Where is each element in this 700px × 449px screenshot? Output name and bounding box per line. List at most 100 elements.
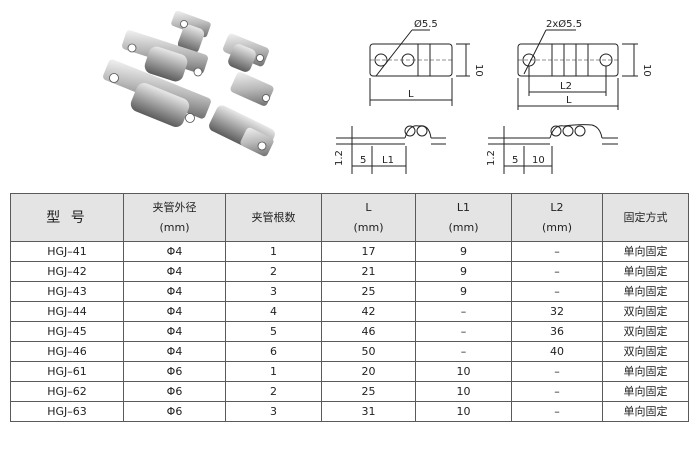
cell-outer-diameter: Φ4	[123, 301, 226, 322]
product-photo	[103, 10, 275, 157]
cell-outer-diameter: Φ4	[123, 281, 226, 302]
cell-l1: 10	[415, 361, 512, 382]
cell-fixing-method: 单向固定	[602, 261, 689, 282]
cell-l: 31	[321, 401, 416, 422]
table-header-row: 型 号 夹管外径(mm) 夹管根数 L(mm) L1(mm) L2(mm) 固定…	[10, 193, 689, 242]
dim-l2-double: L2	[560, 81, 572, 92]
cell-l1: –	[415, 321, 512, 342]
cell-l: 25	[321, 281, 416, 302]
cell-model: HGJ–62	[10, 381, 124, 402]
cell-l2: 32	[511, 301, 603, 322]
cell-model: HGJ–63	[10, 401, 124, 422]
dim-l1-single: L1	[382, 155, 394, 166]
cell-fixing-method: 单向固定	[602, 241, 689, 262]
dim-length-single: L	[408, 89, 414, 100]
dim-thickness-double: 1.2	[486, 150, 497, 166]
cell-l2: –	[511, 381, 603, 402]
cell-tube-count: 5	[225, 321, 322, 342]
cell-tube-count: 3	[225, 401, 322, 422]
cell-l2: –	[511, 261, 603, 282]
cell-fixing-method: 单向固定	[602, 361, 689, 382]
clip-photo-bottom-right	[209, 72, 275, 157]
cell-model: HGJ–43	[10, 281, 124, 302]
cell-l2: 36	[511, 321, 603, 342]
cell-l2: –	[511, 361, 603, 382]
cell-fixing-method: 单向固定	[602, 281, 689, 302]
cell-model: HGJ–42	[10, 261, 124, 282]
cell-fixing-method: 双向固定	[602, 301, 689, 322]
cell-model: HGJ–61	[10, 361, 124, 382]
cell-l: 46	[321, 321, 416, 342]
dim-height-single: 10	[473, 64, 484, 77]
cell-fixing-method: 单向固定	[602, 401, 689, 422]
cell-tube-count: 3	[225, 281, 322, 302]
cell-outer-diameter: Φ4	[123, 261, 226, 282]
cell-model: HGJ–46	[10, 341, 124, 362]
cell-l1: –	[415, 341, 512, 362]
header-tube-count: 夹管根数	[225, 193, 322, 242]
clip-photo-right	[223, 33, 269, 72]
cell-tube-count: 6	[225, 341, 322, 362]
cell-l1: 9	[415, 241, 512, 262]
cell-outer-diameter: Φ6	[123, 401, 226, 422]
cell-l2: –	[511, 241, 603, 262]
header-l: L(mm)	[321, 193, 416, 242]
header-outer-diameter: 夹管外径(mm)	[123, 193, 226, 242]
cell-l: 20	[321, 361, 416, 382]
cell-tube-count: 1	[225, 241, 322, 262]
header-fixing-method: 固定方式	[602, 193, 689, 242]
cell-l: 50	[321, 341, 416, 362]
cell-l: 17	[321, 241, 416, 262]
cell-l: 42	[321, 301, 416, 322]
cell-tube-count: 2	[225, 381, 322, 402]
cell-model: HGJ–44	[10, 301, 124, 322]
cell-l: 21	[321, 261, 416, 282]
cell-l2: –	[511, 401, 603, 422]
dim-thickness-single: 1.2	[334, 150, 345, 166]
dim-hole-double: 2xØ5.5	[546, 18, 582, 30]
cell-l1: –	[415, 301, 512, 322]
header-l2: L2(mm)	[511, 193, 603, 242]
cell-outer-diameter: Φ6	[123, 361, 226, 382]
clip-photo-left	[122, 30, 208, 82]
clip-photo-small	[171, 10, 211, 54]
header-l1: L1(mm)	[415, 193, 512, 242]
cell-l2: –	[511, 281, 603, 302]
cell-outer-diameter: Φ4	[123, 321, 226, 342]
technical-drawings: Ø5.5 10 L 1.2 5 L1 2xØ5.5 10 L2 L 1.2 5 …	[334, 18, 652, 174]
cell-l1: 9	[415, 261, 512, 282]
dim-length-double: L	[566, 95, 572, 106]
dim-offset-single: 5	[360, 155, 366, 166]
cell-fixing-method: 单向固定	[602, 381, 689, 402]
dim-pitch-double: 10	[532, 155, 545, 166]
dim-height-double: 10	[641, 64, 652, 77]
dim-offset-double: 5	[512, 155, 518, 166]
cell-l: 25	[321, 381, 416, 402]
header-model: 型 号	[10, 193, 124, 242]
cell-model: HGJ–45	[10, 321, 124, 342]
cell-l2: 40	[511, 341, 603, 362]
spec-table: 型 号 夹管外径(mm) 夹管根数 L(mm) L1(mm) L2(mm) 固定…	[10, 193, 689, 422]
cell-fixing-method: 双向固定	[602, 341, 689, 362]
cell-outer-diameter: Φ4	[123, 341, 226, 362]
cell-tube-count: 4	[225, 301, 322, 322]
cell-tube-count: 1	[225, 361, 322, 382]
cell-outer-diameter: Φ6	[123, 381, 226, 402]
cell-outer-diameter: Φ4	[123, 241, 226, 262]
clip-photo-long	[103, 59, 211, 127]
cell-fixing-method: 双向固定	[602, 321, 689, 342]
dim-hole-single: Ø5.5	[414, 18, 438, 30]
cell-l1: 10	[415, 381, 512, 402]
cell-model: HGJ–41	[10, 241, 124, 262]
cell-tube-count: 2	[225, 261, 322, 282]
